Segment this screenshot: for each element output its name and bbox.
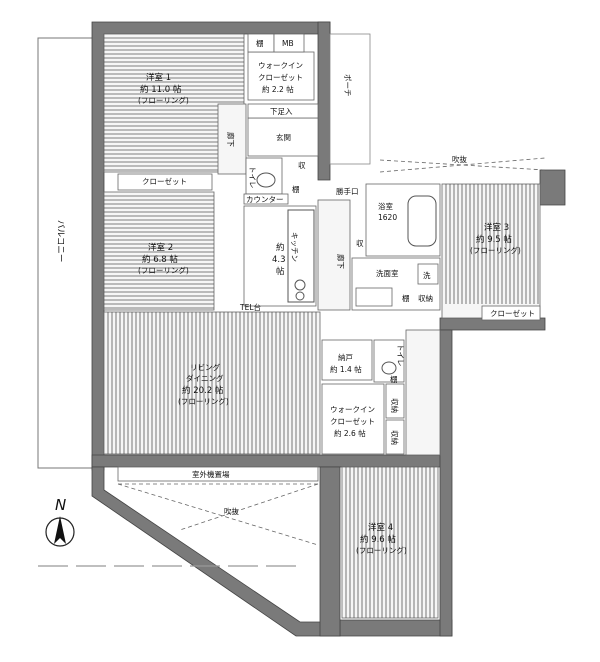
shoebox-area <box>247 103 319 119</box>
kitchen-size2: 4.3 <box>272 255 286 265</box>
entrance-label: 玄関 <box>276 132 291 142</box>
walkin2-area <box>321 383 385 455</box>
storage-label-4: 収納 <box>390 398 400 413</box>
porch-area <box>329 33 371 165</box>
outdoor-unit-label: 室外機置場 <box>192 469 230 479</box>
storage-area <box>321 339 373 381</box>
north-label: N <box>55 496 66 514</box>
walkin1-area <box>247 51 315 101</box>
bath-name: 浴室 <box>378 201 393 211</box>
bedroom1-name: 洋室 1 <box>146 72 171 83</box>
shelf-label-2: 棚 <box>402 293 410 303</box>
bedroom2-size: 約 6.8 帖 <box>142 254 178 265</box>
walkin2-storage-b <box>385 419 405 455</box>
ldk-floor-type: (フローリング) <box>178 396 229 406</box>
bedroom3-size: 約 9.5 帖 <box>476 234 512 245</box>
corridor-lower <box>405 329 441 456</box>
balcony-label: バルコニー <box>55 220 65 262</box>
outer-walls <box>91 21 566 637</box>
kitchen-name: キッチン <box>290 232 299 262</box>
north-arrow <box>45 516 75 547</box>
wash-label: 洗 <box>423 270 431 280</box>
closet-label-2: クローゼット <box>142 176 187 186</box>
ldk-boards <box>107 312 317 454</box>
counter-label: カウンター <box>246 195 284 204</box>
corridor-upper <box>217 103 247 175</box>
walkin1-name1: ウォークイン <box>258 61 303 70</box>
porch-label: ポーチ <box>343 74 352 97</box>
bedroom3-floor-type: (フローリング) <box>470 245 521 255</box>
bedroom1-size: 約 11.0 帖 <box>140 84 182 95</box>
kitchen-counter <box>287 209 315 303</box>
ldk-size: 約 20.2 帖 <box>182 385 224 396</box>
mb-box <box>273 33 305 53</box>
walkin2-name1: ウォークイン <box>330 405 375 414</box>
void-lower <box>117 483 319 546</box>
washroom-label: 洗面室 <box>376 268 399 278</box>
bath-size: 1620 <box>378 213 397 222</box>
toilet1-bowl <box>256 172 276 188</box>
walkin2-name2: クローゼット <box>330 416 375 426</box>
storage-label-5: 収納 <box>390 430 400 445</box>
entrance-area <box>247 117 319 157</box>
bedroom4-size: 約 9.6 帖 <box>360 534 396 545</box>
walkin2-storage-a <box>385 383 405 419</box>
closet3-label: クローゼット <box>490 308 535 318</box>
bedroom2-boards <box>104 195 214 309</box>
bedroom2-floor-type: (フローリング) <box>138 265 189 275</box>
toilet2-bowl <box>381 361 397 375</box>
toilet2-label: トイレ <box>396 344 405 367</box>
balcony-area <box>37 37 95 469</box>
storage-size: 約 1.4 帖 <box>330 364 362 374</box>
corridor-label-2: 廊下 <box>336 254 346 269</box>
corridor-middle <box>317 199 351 311</box>
bedroom4-floor-type: (フローリング) <box>356 545 407 555</box>
kitchen-size3: 帖 <box>276 266 285 277</box>
counter-strip <box>243 193 289 205</box>
walkin2-size: 約 2.6 帖 <box>334 428 366 438</box>
shelf-label-1: 棚 <box>292 184 300 194</box>
outdoor-unit-area <box>117 466 319 482</box>
bedroom3-boards <box>445 184 539 304</box>
shelf-label-top: 棚 <box>256 38 264 48</box>
stove-burner-2 <box>295 291 305 301</box>
storage-label-3: 収納 <box>418 293 433 303</box>
stove-burner <box>294 279 306 291</box>
shoebox-label: 下足入 <box>270 107 293 116</box>
wash-machine <box>417 263 439 285</box>
ldk-name2: ダイニング <box>186 373 224 383</box>
service-door-label: 勝手口 <box>336 186 359 196</box>
ldk-name1: リビング <box>190 362 220 372</box>
corridor-label-1: 廊下 <box>226 132 236 147</box>
bathtub <box>407 195 437 247</box>
void-label-upper: 吹抜 <box>452 154 467 164</box>
storage-name: 納戸 <box>338 352 353 362</box>
toilet1-label: トイレ <box>248 166 257 189</box>
bedroom3-name: 洋室 3 <box>484 222 509 233</box>
storage-label-2: 収 <box>356 239 364 248</box>
bedroom4-name: 洋室 4 <box>368 522 393 533</box>
void-label-lower: 吹抜 <box>224 506 239 516</box>
mb-label: MB <box>282 39 294 48</box>
toilet2-area <box>373 339 405 383</box>
tel-label: TEL台 <box>239 302 261 312</box>
bedroom2-name: 洋室 2 <box>148 242 173 253</box>
closet-row <box>117 173 213 191</box>
shelf-label-3: 棚 <box>390 374 398 384</box>
bedroom1-floor-type: (フローリング) <box>138 95 189 105</box>
walkin1-size: 約 2.2 帖 <box>262 84 294 94</box>
closet3-area <box>481 305 541 321</box>
bedroom4-boards <box>345 467 435 618</box>
kitchen-size1: 約 <box>276 242 285 253</box>
walkin1-name2: クローゼット <box>258 72 303 82</box>
storage-label-1: 収 <box>298 161 306 170</box>
sink <box>355 287 393 307</box>
